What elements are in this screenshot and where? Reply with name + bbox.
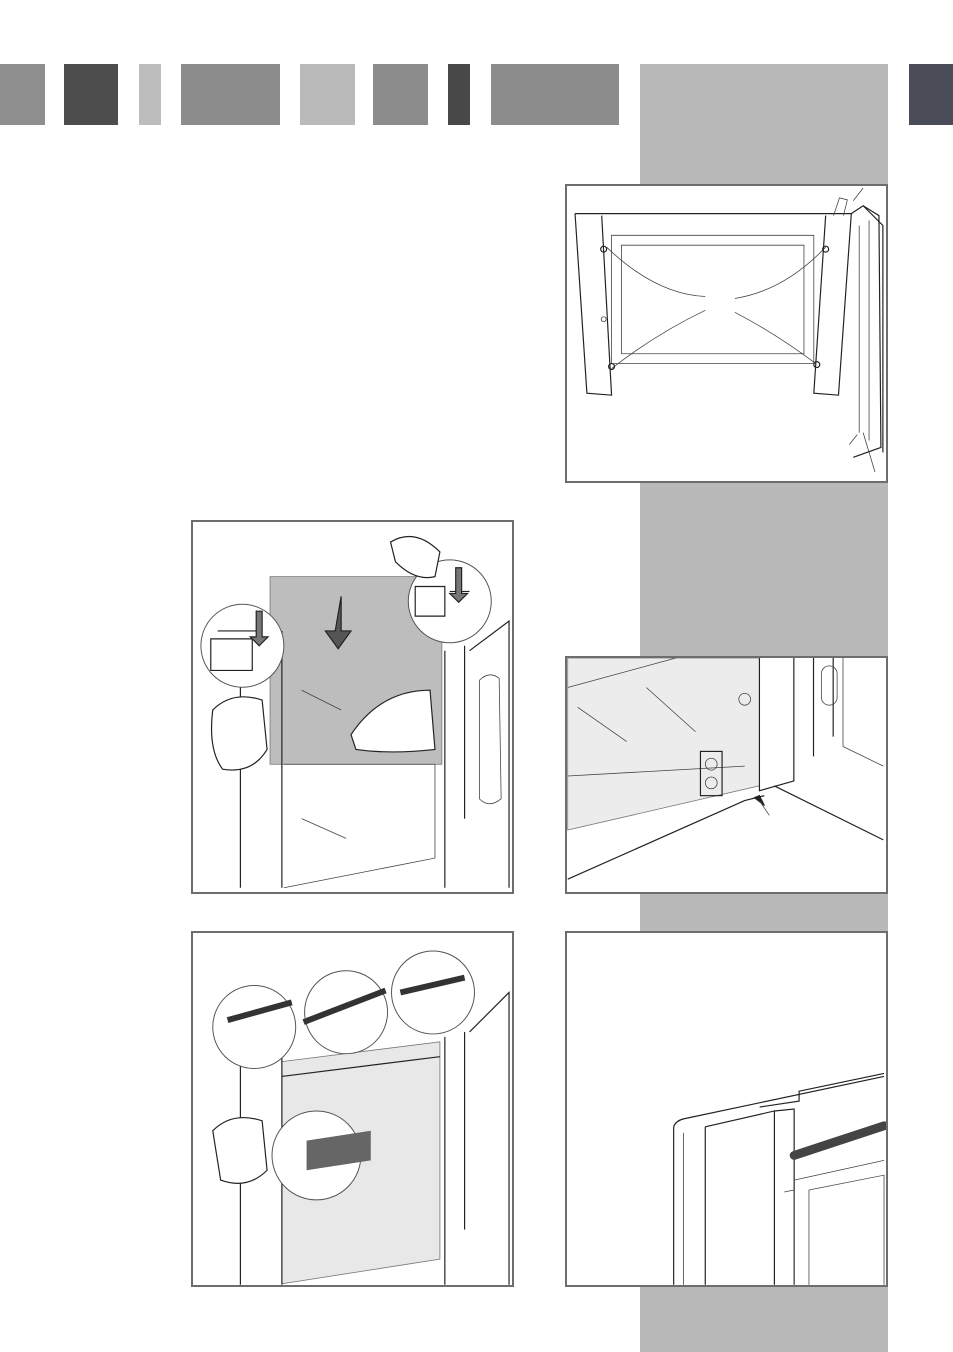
oven-door-interior-icon (567, 186, 886, 481)
header-tab-3 (139, 64, 161, 125)
corner-tab (909, 64, 953, 125)
section-column-lower (640, 893, 888, 931)
section-column-top (640, 64, 888, 184)
header-tab-4 (181, 64, 280, 125)
header-tab-5 (300, 64, 355, 125)
fig-door-hinges-top (565, 184, 888, 483)
fig-glass-seat-detail (565, 656, 888, 894)
section-column-middle (640, 482, 888, 656)
header-tab-2 (64, 64, 118, 125)
hands-fitting-seal-icon (193, 933, 512, 1285)
glass-seat-closeup-icon (567, 658, 886, 892)
fig-fit-top-seal (191, 931, 514, 1287)
header-tab-8 (491, 64, 619, 125)
header-tab-6 (373, 64, 428, 125)
hands-inserting-glass-icon (193, 522, 512, 892)
header-tab-7 (448, 64, 470, 125)
section-column-bottom (640, 1286, 888, 1352)
seal-end-closeup-icon (567, 933, 886, 1285)
fig-seal-end-detail (565, 931, 888, 1287)
fig-insert-inner-glass (191, 520, 514, 894)
header-tab-1 (0, 64, 45, 125)
